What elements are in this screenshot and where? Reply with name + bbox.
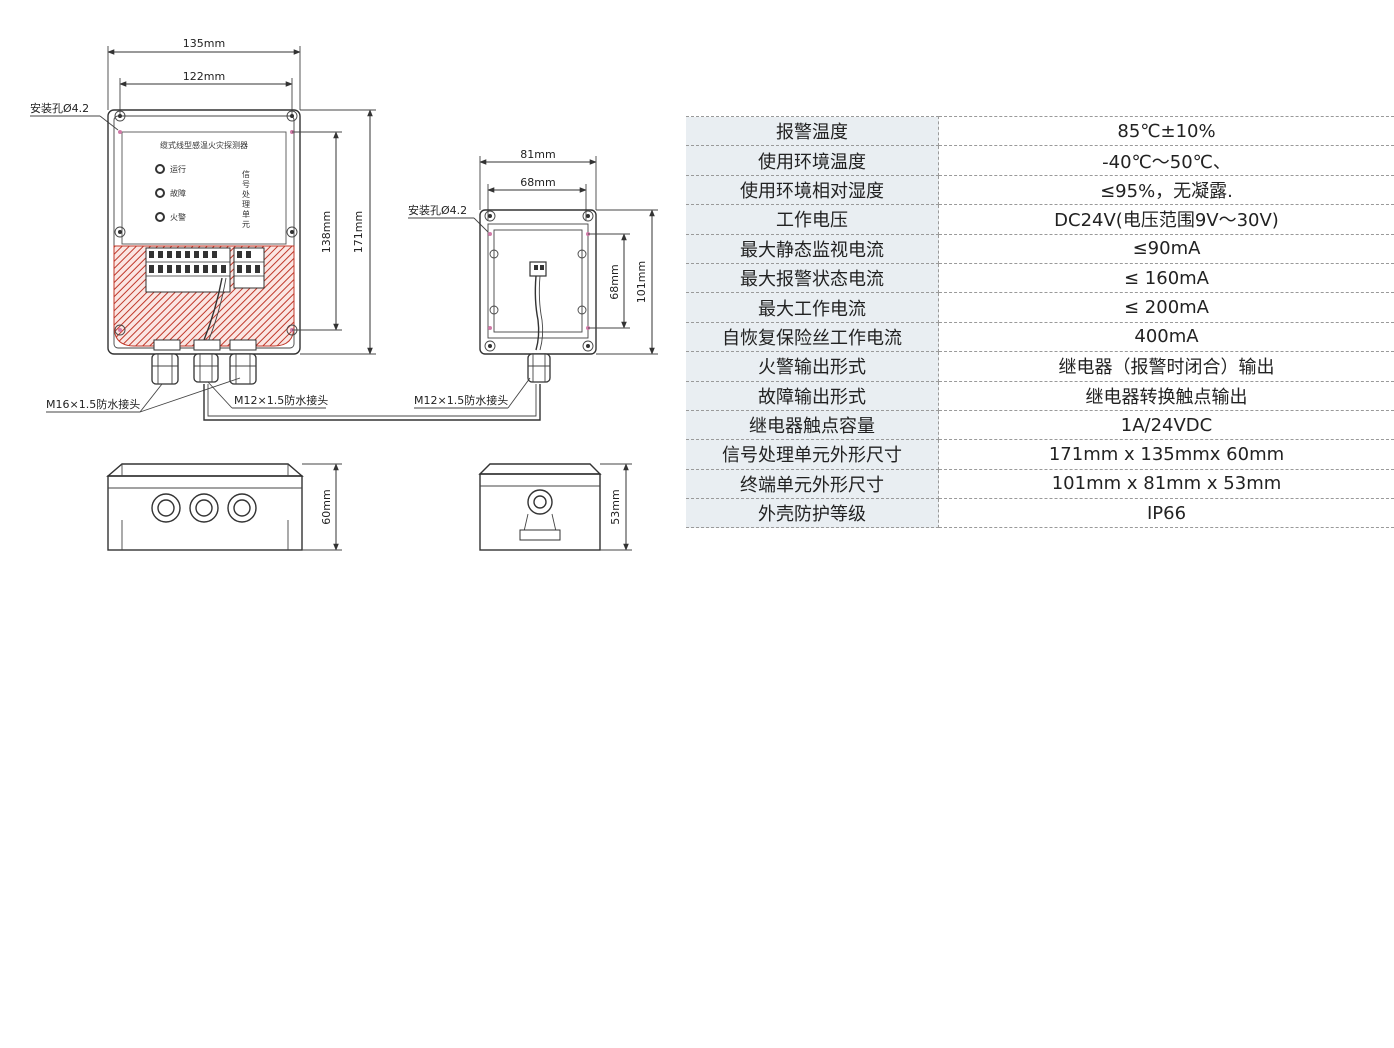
term-depth-label: 53mm: [609, 489, 622, 524]
spec-value: ≤ 160mA: [938, 263, 1394, 294]
term-hole-height-label: 68mm: [608, 264, 621, 299]
main-mount-hole-label: 安装孔Ø4.2: [30, 101, 89, 115]
spec-label: 自恢复保险丝工作电流: [686, 322, 939, 353]
main-unit-side: 60mm: [106, 463, 342, 551]
main-panel-title: 缆式线型感温火灾探测器: [160, 140, 248, 150]
spec-value: ≤95%，无凝露.: [938, 175, 1394, 206]
table-row: 使用环境温度-40℃～50℃、: [686, 145, 1394, 176]
term-mount-hole-label: 安装孔Ø4.2: [408, 203, 467, 217]
led-fault-icon: [155, 188, 165, 198]
spec-label: 终端单元外形尺寸: [686, 469, 939, 500]
table-row: 故障输出形式继电器转换触点输出: [686, 381, 1394, 411]
spec-label: 继电器触点容量: [686, 410, 939, 441]
gland-m16-label: M16×1.5防水接头: [46, 397, 140, 411]
spec-label: 最大静态监视电流: [686, 234, 939, 264]
spec-value: DC24V(电压范围9V～30V): [938, 204, 1394, 235]
led-run-label: 运行: [170, 164, 186, 174]
spec-label: 使用环境温度: [686, 145, 939, 176]
spec-value: 继电器转换触点输出: [938, 381, 1394, 411]
spec-label: 工作电压: [686, 204, 939, 235]
main-depth-label: 60mm: [320, 489, 333, 524]
spec-value: ≤90mA: [938, 234, 1394, 264]
main-height-label: 171mm: [352, 211, 365, 253]
term-height-label: 101mm: [635, 261, 648, 303]
gland-m12-main-label: M12×1.5防水接头: [234, 393, 328, 407]
term-hole-span-label: 68mm: [520, 176, 555, 189]
main-unit-front: 135mm 122mm 安装孔Ø4.2 缆式线型感温火灾探测器 运行 故障 火警…: [30, 37, 541, 421]
term-width-label: 81mm: [520, 148, 555, 161]
dimension-drawing: 135mm 122mm 安装孔Ø4.2 缆式线型感温火灾探测器 运行 故障 火警…: [30, 37, 658, 551]
led-fire-icon: [155, 212, 165, 222]
spec-value: 171mm x 135mmx 60mm: [938, 439, 1394, 470]
spec-value: -40℃～50℃、: [938, 145, 1394, 176]
table-row: 使用环境相对湿度≤95%，无凝露.: [686, 175, 1394, 206]
gland-m12-main-icon: [193, 353, 219, 383]
spec-value: IP66: [938, 498, 1394, 529]
table-row: 最大报警状态电流≤ 160mA: [686, 263, 1394, 294]
main-hole-height-label: 138mm: [320, 211, 333, 253]
terminal-unit-side: 53mm: [478, 463, 632, 551]
spec-label: 使用环境相对湿度: [686, 175, 939, 206]
spec-label: 最大工作电流: [686, 292, 939, 323]
gland-m12-term-label: M12×1.5防水接头: [414, 393, 508, 407]
gland-m16-icon: [151, 353, 179, 385]
table-row: 最大工作电流≤ 200mA: [686, 292, 1394, 323]
led-run-icon: [155, 164, 165, 174]
unit-vertical-text: 信号处理单元: [242, 169, 251, 230]
spec-label: 故障输出形式: [686, 381, 939, 411]
gland-m12-term-icon: [527, 353, 551, 383]
spec-value: 101mm x 81mm x 53mm: [938, 469, 1394, 500]
spec-label: 外壳防护等级: [686, 498, 939, 529]
spec-value: 85℃±10%: [938, 115, 1394, 147]
table-row: 火警输出形式继电器（报警时闭合）输出: [686, 351, 1394, 382]
table-row: 最大静态监视电流≤90mA: [686, 234, 1394, 264]
spec-label: 火警输出形式: [686, 351, 939, 382]
spec-label: 最大报警状态电流: [686, 263, 939, 294]
terminal-unit-front: 81mm 68mm 安装孔Ø4.2 68mm: [408, 148, 658, 409]
gland-m16b-icon: [229, 353, 257, 385]
main-width-label: 135mm: [183, 37, 225, 50]
led-fault-label: 故障: [170, 188, 186, 198]
spec-value: 1A/24VDC: [938, 410, 1394, 441]
main-hole-span-label: 122mm: [183, 70, 225, 83]
spec-value: 继电器（报警时闭合）输出: [938, 351, 1394, 382]
spec-label: 信号处理单元外形尺寸: [686, 439, 939, 470]
spec-value: ≤ 200mA: [938, 292, 1394, 323]
led-fire-label: 火警: [170, 212, 186, 222]
spec-value: 400mA: [938, 322, 1394, 353]
spec-label: 报警温度: [686, 115, 939, 147]
